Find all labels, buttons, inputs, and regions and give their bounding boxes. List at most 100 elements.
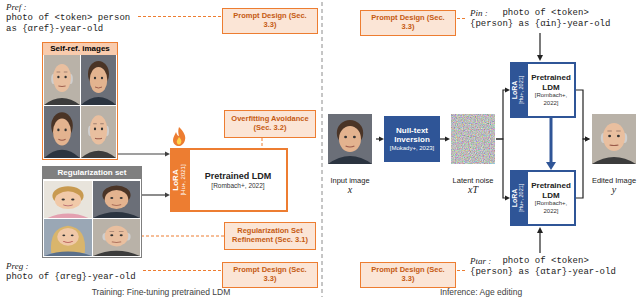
callout-box: Prompt Design (Sec. 3.3) xyxy=(360,262,456,288)
leader-line xyxy=(142,270,221,271)
fire-icon-core xyxy=(177,137,182,145)
node-subtitle: [Mokady+, 2023] xyxy=(390,145,435,152)
lora-module: LoRA[Hu+, 2021] xyxy=(170,148,188,212)
connector-line xyxy=(550,118,553,162)
connector-line xyxy=(440,138,445,139)
node-title: Pretrained LDM xyxy=(205,171,272,182)
node-title: Latent noise xyxy=(453,176,494,185)
connector-line xyxy=(262,138,263,148)
connector xyxy=(262,138,263,148)
image-panel: Regularization set xyxy=(42,166,142,258)
face-photo xyxy=(93,181,140,218)
face-photo xyxy=(81,106,116,158)
node-title: Input image xyxy=(330,176,369,185)
section-caption: Training: Fine-tuning pretrained LDM xyxy=(0,287,322,298)
node-title: Overfitting Avoidance (Sec. 3.2) xyxy=(228,115,312,132)
node-subtitle: x xyxy=(348,185,352,195)
face-photo xyxy=(93,219,140,256)
node-title: Prompt Design (Sec. 3.3) xyxy=(226,266,314,283)
node-title: LoRA xyxy=(511,81,518,100)
arrow-head xyxy=(445,136,450,141)
connector xyxy=(118,151,170,156)
prompt-variable: Ptar : xyxy=(470,256,491,267)
node-title: Self-ref. images xyxy=(43,43,117,55)
face-photo xyxy=(44,55,80,105)
rotated-label: LoRA[Hu+, 2021] xyxy=(170,148,188,212)
connector-line xyxy=(496,139,505,198)
arrow-head xyxy=(537,227,543,233)
prompt-arrow xyxy=(539,33,540,56)
connector xyxy=(576,136,590,198)
face-photo xyxy=(81,55,116,105)
image-figure: Latent noisexT xyxy=(450,112,496,196)
connector-line xyxy=(496,90,505,139)
node-subtitle: y xyxy=(612,185,616,195)
connector xyxy=(576,90,590,142)
fire-icon xyxy=(173,127,185,146)
connector xyxy=(142,236,224,237)
process-box: Null-text Inversion[Mokady+, 2023] xyxy=(384,116,440,162)
node-title: Regularization Set Refinement (Sec. 3.1) xyxy=(228,227,312,244)
lora-module: LoRA[Hu+, 2021] xyxy=(510,62,526,118)
node-subtitle: [Rombach+, 2022] xyxy=(530,92,572,106)
section-divider xyxy=(322,2,323,297)
connector xyxy=(142,192,170,197)
node-subtitle: [Rombach+, 2022] xyxy=(530,200,572,214)
node-title: Pretrained LDM xyxy=(530,181,572,200)
callout-box: Regularization Set Refinement (Sec. 3.1) xyxy=(224,222,316,250)
connector-line xyxy=(118,153,165,154)
prompt-arrow xyxy=(539,232,540,253)
node-title: Edited Image xyxy=(592,176,636,185)
arrow-head xyxy=(585,136,590,141)
connector-line xyxy=(376,138,379,139)
prompt-text: photo of {αreg}-year-old xyxy=(6,272,138,283)
image-figure: Input imagex xyxy=(324,112,376,196)
node-subtitle: xT xyxy=(468,185,478,195)
face-photo xyxy=(44,219,92,256)
connector-line xyxy=(142,236,224,237)
face-photo xyxy=(44,106,80,158)
node-subtitle: [Hu+, 2021] xyxy=(180,164,187,195)
input-photo xyxy=(328,114,372,164)
image-figure: Edited Imagey xyxy=(590,112,638,196)
connector-line xyxy=(142,194,165,195)
face-photo xyxy=(44,181,92,218)
prompt-text: photo of <token> {person} as {αtar}-year… xyxy=(470,256,619,278)
prompt-text: photo of <token> {person} as {αin}-year-… xyxy=(470,8,619,30)
node-title: LoRA xyxy=(511,189,518,208)
leader-line xyxy=(136,16,221,17)
leader-line xyxy=(457,270,467,271)
arrow-head xyxy=(585,136,590,141)
model-box: Pretrained LDM[Rombach+, 2022] xyxy=(526,170,576,226)
node-title: Prompt Design (Sec. 3.3) xyxy=(364,266,452,283)
connector xyxy=(496,139,510,201)
prompt-variable: Preg : xyxy=(6,261,28,272)
connector xyxy=(440,136,450,141)
node-subtitle: [Hu+, 2021] xyxy=(518,184,524,213)
rotated-label: LoRA[Hu+, 2021] xyxy=(510,62,526,118)
image-panel: Self-ref. images xyxy=(42,42,118,160)
node-subtitle: [Rombach+, 2022] xyxy=(211,182,264,190)
connector-line xyxy=(576,139,585,198)
prompt-text: photo of <token> person as {αref}-year-o… xyxy=(6,13,133,35)
connector-line xyxy=(576,90,585,139)
edited-photo xyxy=(592,114,636,164)
rotated-label: LoRA[Hu+, 2021] xyxy=(510,170,526,226)
node-title: LoRA xyxy=(172,169,180,190)
node-title: Null-text Inversion xyxy=(386,126,438,145)
callout-box: Overfitting Avoidance (Sec. 3.2) xyxy=(224,110,316,138)
model-box: Pretrained LDM[Rombach+, 2022] xyxy=(188,148,288,212)
arrow-head xyxy=(546,162,556,170)
lora-module: LoRA[Hu+, 2021] xyxy=(510,170,526,226)
callout-box: Prompt Design (Sec. 3.3) xyxy=(222,8,318,34)
node-title: Prompt Design (Sec. 3.3) xyxy=(364,14,452,31)
node-title: Prompt Design (Sec. 3.3) xyxy=(226,12,314,29)
prompt-variable: Pref : xyxy=(6,2,26,13)
callout-box: Prompt Design (Sec. 3.3) xyxy=(222,262,318,288)
noise-image xyxy=(451,114,495,164)
prompt-variable: Pin : xyxy=(470,8,488,19)
arrow-head xyxy=(537,55,543,61)
node-title: Regularization set xyxy=(43,167,141,179)
node-title: Pretrained LDM xyxy=(530,73,572,92)
